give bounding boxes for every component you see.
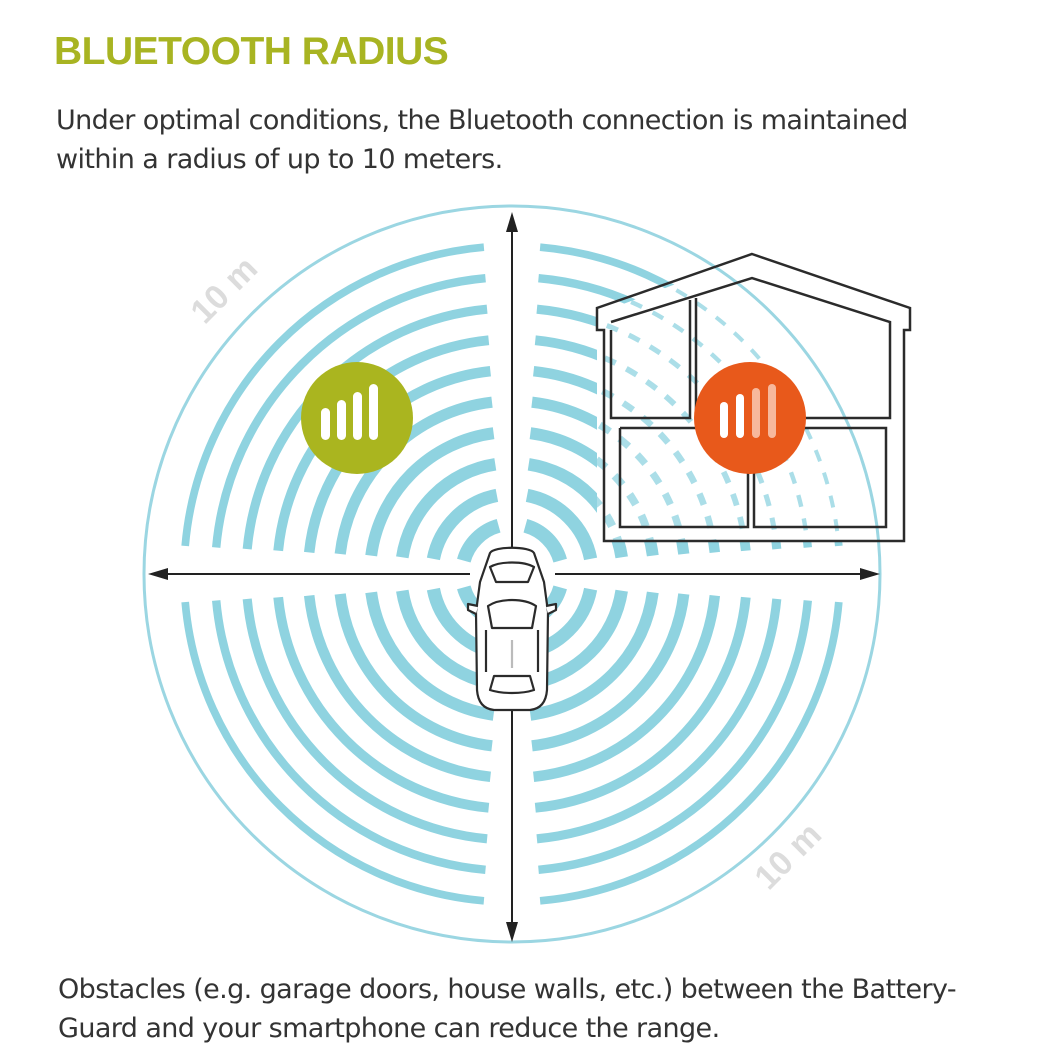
wave-arc bbox=[457, 519, 501, 563]
wave-arc bbox=[533, 595, 721, 783]
wave-arc bbox=[273, 596, 490, 813]
wave-arc bbox=[212, 274, 486, 548]
wave-arc-dashed bbox=[597, 255, 841, 540]
footer-note: Obstacles (e.g. garage doors, house wall… bbox=[58, 974, 957, 1044]
wave-arc bbox=[525, 488, 598, 561]
wave-arc bbox=[365, 427, 495, 557]
page-title: BLUETOOTH RADIUS bbox=[54, 30, 449, 73]
axis-arrowheads bbox=[148, 212, 880, 942]
wave-arc bbox=[303, 595, 491, 783]
wave-arc bbox=[538, 600, 812, 874]
wave-arc bbox=[534, 335, 751, 552]
house-icon bbox=[595, 252, 912, 543]
wave-arc bbox=[212, 600, 486, 874]
wave-arc bbox=[242, 598, 488, 844]
wave-arc bbox=[536, 598, 782, 844]
wave-arc bbox=[534, 596, 751, 813]
wave-arc-dashed bbox=[185, 602, 484, 901]
intro-text: Under optimal conditions, the Bluetooth … bbox=[56, 105, 908, 175]
wave-arc bbox=[533, 365, 721, 553]
wave-arc bbox=[529, 591, 659, 721]
wave-arc-dashed bbox=[597, 398, 688, 540]
wave-arc bbox=[181, 601, 485, 905]
wave-arc bbox=[529, 427, 659, 557]
signal-weak-icon bbox=[694, 362, 806, 474]
wave-arc bbox=[181, 243, 485, 547]
wave-arc bbox=[396, 458, 497, 559]
wave-arc bbox=[539, 601, 843, 905]
wave-arc bbox=[523, 519, 567, 563]
range-axes bbox=[162, 226, 866, 928]
wave-arc bbox=[334, 593, 493, 752]
range-label-bottom: 10 m bbox=[747, 815, 829, 897]
signal-strong-icon bbox=[301, 362, 413, 474]
wave-arc-dashed bbox=[597, 306, 780, 540]
wave-arc bbox=[426, 488, 499, 561]
car-icon bbox=[466, 546, 558, 712]
wave-arc bbox=[538, 274, 812, 548]
range-label-top: 10 m bbox=[183, 249, 265, 331]
wave-arc bbox=[531, 593, 690, 752]
wave-arc bbox=[365, 591, 495, 721]
